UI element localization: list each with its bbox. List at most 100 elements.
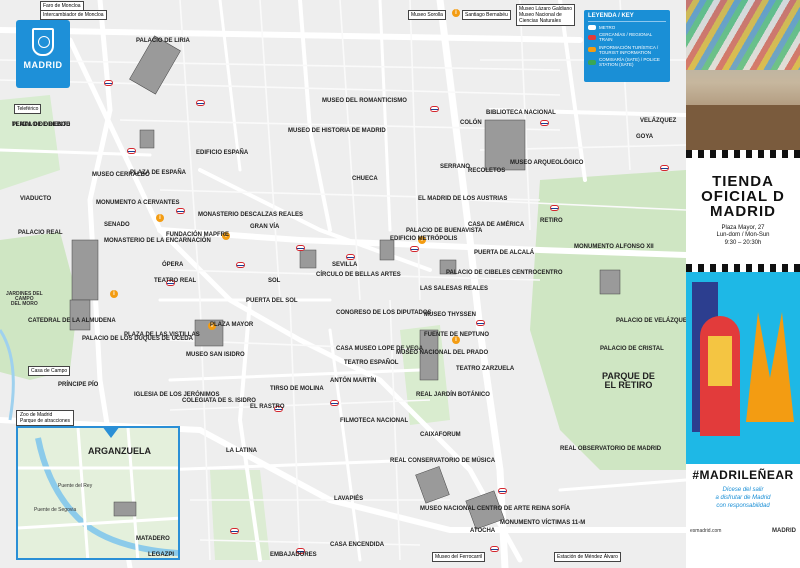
metro-icon[interactable] (166, 280, 175, 286)
sorolla-tag[interactable]: Museo Sorolla (408, 10, 446, 20)
landmark-label[interactable]: PUERTA DE ALCALÁ (474, 250, 535, 256)
landmark-label[interactable]: MUSEO CERRALBO (92, 172, 150, 178)
landmark-label[interactable]: MUSEO NACIONAL CENTRO DE ARTE REINA SOFÍ… (420, 506, 571, 512)
landmark-label[interactable]: IGLESIA DE LOS JERÓNIMOS (134, 392, 220, 398)
info-icon[interactable]: i (208, 322, 216, 330)
landmark-label[interactable]: MUSEO NACIONAL DEL PRADO (396, 350, 489, 356)
ferrocarril-tag[interactable]: Museo del Ferrocarril (432, 552, 486, 562)
landmark-label[interactable]: CONGRESO DE LOS DIPUTADOS (336, 310, 432, 316)
info-icon[interactable]: i (156, 214, 164, 222)
landmark-label[interactable]: PALACIO DE LIRIA (136, 38, 190, 44)
landmark-label[interactable]: VELÁZQUEZ (640, 118, 677, 124)
landmark-label[interactable]: REAL CONSERVATORIO DE MÚSICA (390, 458, 496, 464)
landmark-label[interactable]: TEATRO REAL (154, 278, 197, 284)
metro-icon[interactable] (540, 120, 549, 126)
city-map[interactable]: MADRID Faro de Moncloa Intercambiador de… (0, 0, 686, 568)
landmark-label[interactable]: CASA DE AMÉRICA (468, 222, 525, 228)
landmark-label[interactable]: FUENTE DE NEPTUNO (424, 332, 490, 338)
landmark-label[interactable]: EDIFICIO ESPAÑA (196, 150, 249, 156)
landmark-label[interactable]: PALACIO REAL (18, 230, 63, 236)
metro-icon[interactable] (660, 165, 669, 171)
metro-icon[interactable] (104, 80, 113, 86)
landmark-label[interactable]: ÓPERA (162, 262, 184, 268)
landmark-label[interactable]: SOL (268, 278, 281, 284)
landmark-label[interactable]: MUSEO THYSSEN (424, 312, 477, 318)
landmark-label[interactable]: EMBAJADORES (270, 552, 317, 558)
landmark-label[interactable]: LAVAPIÉS (334, 496, 364, 502)
landmark-label[interactable]: EDIFICIO METRÓPOLIS (390, 236, 458, 242)
landmark-label[interactable]: FILMOTECA NACIONAL (340, 418, 409, 424)
metro-icon[interactable] (176, 208, 185, 214)
landmark-label[interactable]: MONASTERIO DE LA ENCARNACIÓN (104, 238, 211, 244)
landmark-label[interactable]: CASA MUSEO LOPE DE VEGA (336, 346, 424, 352)
landmark-label[interactable]: TEATRO ZARZUELA (456, 366, 515, 372)
landmark-label[interactable]: COLEGIATA DE S. ISIDRO (182, 398, 256, 404)
metro-icon[interactable] (196, 100, 205, 106)
landmark-label[interactable]: MUSEO SAN ISIDRO (186, 352, 245, 358)
info-icon[interactable]: i (222, 232, 230, 240)
landmark-label[interactable]: PLAZA DE LAS VISTILLAS (124, 332, 200, 338)
metro-icon[interactable] (296, 548, 305, 554)
info-icon[interactable]: i (452, 336, 460, 344)
landmark-label[interactable]: VIADUCTO (20, 196, 52, 202)
landmark-label[interactable]: LAS SALESAS REALES (420, 286, 489, 292)
museos-norte-tag[interactable]: Museo Lázaro Galdiano Museo Nacional de … (516, 4, 576, 26)
landmark-label[interactable]: PALACIO DE VELÁZQUEZ (616, 318, 686, 324)
landmark-label[interactable]: MONUMENTO VÍCTIMAS 11-M (500, 520, 586, 526)
metro-icon[interactable] (430, 106, 439, 112)
metro-icon[interactable] (296, 245, 305, 251)
landmark-label[interactable]: PRÍNCIPE PÍO (58, 382, 99, 388)
metro-icon[interactable] (330, 400, 339, 406)
landmark-label[interactable]: FUNDACIÓN MAPFRE (166, 232, 229, 238)
landmark-label[interactable]: CÍRCULO DE BELLAS ARTES (316, 272, 401, 278)
teleferico-tag[interactable]: Teleférico (14, 104, 42, 114)
landmark-label[interactable]: LA LATINA (226, 448, 257, 454)
arganzuela-inset-map[interactable]: ARGANZUELA Puente del Rey Puente de Sego… (16, 426, 180, 560)
landmark-label[interactable]: RECOLETOS (468, 168, 506, 174)
landmark-label[interactable]: CAIXAFORUM (420, 432, 461, 438)
inset-header[interactable]: Zoo de Madrid Parque de atracciones (16, 410, 75, 426)
landmark-label[interactable]: PALACIO DE LOS DUQUES DE UCEDA (82, 336, 193, 342)
metro-icon[interactable] (236, 262, 245, 268)
info-icon[interactable]: i (110, 290, 118, 298)
landmark-label[interactable]: CASA ENCENDIDA (330, 542, 385, 548)
landmark-label[interactable]: PUERTA DEL SOL (246, 298, 298, 304)
landmark-label[interactable]: GOYA (636, 134, 654, 140)
landmark-label[interactable]: SENADO (104, 222, 130, 228)
website-link[interactable]: esmadrid.com (690, 528, 722, 534)
metro-icon[interactable] (274, 406, 283, 412)
landmark-label[interactable]: PLAZA DE ORIENTE (12, 122, 71, 128)
landmark-label[interactable]: SEVILLA (332, 262, 358, 268)
landmark-label[interactable]: MONUMENTO ALFONSO XII (574, 244, 654, 250)
landmark-label[interactable]: CATEDRAL DE LA ALMUDENA (28, 318, 116, 324)
landmark-label[interactable]: COLÓN (460, 120, 482, 126)
landmark-label[interactable]: TEMPLO DE DEBOD (12, 122, 71, 128)
landmark-label[interactable]: MUSEO DEL ROMANTICISMO (322, 98, 407, 104)
landmark-label[interactable]: PALACIO DE BUENAVISTA (406, 228, 483, 234)
info-icon[interactable]: i (418, 236, 426, 244)
landmark-label[interactable]: SERRANO (440, 164, 471, 170)
metro-icon[interactable] (476, 320, 485, 326)
metro-icon[interactable] (498, 488, 507, 494)
landmark-label[interactable]: PALACIO DE CIBELES CENTROCENTRO (446, 270, 563, 276)
metro-icon[interactable] (230, 528, 239, 534)
landmark-label[interactable]: ATOCHA (470, 528, 496, 534)
metro-icon[interactable] (410, 246, 419, 252)
landmark-label[interactable]: EL RASTRO (250, 404, 285, 410)
landmark-label[interactable]: MONUMENTO A CERVANTES (96, 200, 180, 206)
landmark-label[interactable]: PLAZA MAYOR (210, 322, 254, 328)
metro-icon[interactable] (490, 546, 499, 552)
bernabeu-tag[interactable]: Santiago Bernabéu (462, 10, 511, 20)
landmark-label[interactable]: MUSEO DE HISTORIA DE MADRID (288, 128, 386, 134)
landmark-label[interactable]: MUSEO ARQUEOLÓGICO (510, 160, 584, 166)
landmark-label[interactable]: REAL JARDÍN BOTÁNICO (416, 392, 490, 398)
metro-icon[interactable] (346, 254, 355, 260)
landmark-label[interactable]: CHUECA (352, 176, 378, 182)
intercambiador-tag[interactable]: Intercambiador de Moncloa (40, 10, 107, 20)
metro-icon[interactable] (550, 205, 559, 211)
landmark-label[interactable]: ANTÓN MARTÍN (330, 378, 377, 384)
landmark-label[interactable]: REAL OBSERVATORIO DE MADRID (560, 446, 662, 452)
landmark-label[interactable]: TIRSO DE MOLINA (270, 386, 324, 392)
landmark-label[interactable]: GRAN VÍA (250, 224, 280, 230)
info-icon[interactable]: i (452, 9, 460, 17)
